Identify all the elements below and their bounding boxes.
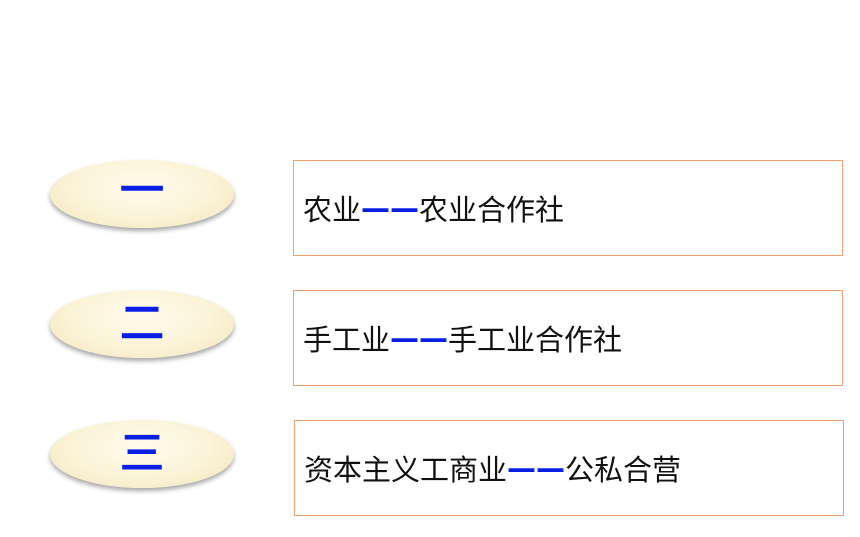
number-label-1: 一 xyxy=(120,165,164,216)
content-box-1: 农业——农业合作社 xyxy=(293,160,843,256)
subject-label-2: 手工业 xyxy=(303,323,391,357)
number-label-2: 二 xyxy=(120,298,164,349)
separator-dash-1: —— xyxy=(361,191,420,225)
form-label-1: 农业合作社 xyxy=(419,193,565,227)
number-badge-2: 二 xyxy=(50,290,234,358)
separator-dash-3: —— xyxy=(507,451,566,485)
separator-dash-2: —— xyxy=(390,321,449,355)
number-badge-3: 三 xyxy=(50,420,234,488)
content-box-2: 手工业——手工业合作社 xyxy=(293,290,843,386)
subject-label-1: 农业 xyxy=(303,193,362,227)
subject-label-3: 资本主义工商业 xyxy=(304,453,508,487)
form-label-2: 手工业合作社 xyxy=(448,323,623,357)
form-label-3: 公私合营 xyxy=(565,453,682,487)
content-box-3: 资本主义工商业——公私合营 xyxy=(294,420,844,516)
content-text-1: 农业——农业合作社 xyxy=(303,187,564,229)
content-text-2: 手工业——手工业合作社 xyxy=(303,317,622,359)
number-label-3: 三 xyxy=(120,428,164,479)
item-row-1: 一 农业——农业合作社 xyxy=(0,158,860,258)
item-row-2: 二 手工业——手工业合作社 xyxy=(0,288,860,388)
item-row-3: 三 资本主义工商业——公私合营 xyxy=(0,418,860,518)
content-text-3: 资本主义工商业——公私合营 xyxy=(304,447,681,489)
number-badge-1: 一 xyxy=(50,160,234,228)
